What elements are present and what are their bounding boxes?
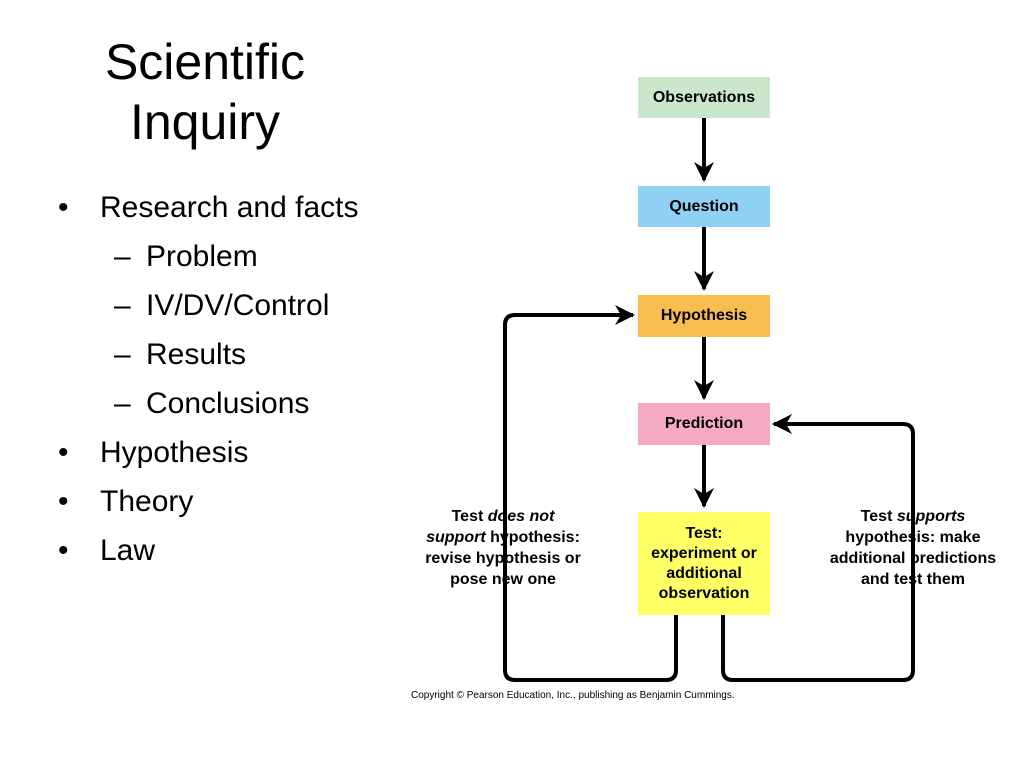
sub-bullet-item: –Problem (58, 232, 358, 281)
bullet-item: • Law (58, 526, 358, 575)
bullet-text: IV/DV/Control (146, 289, 330, 322)
bullet-text: Hypothesis (100, 436, 249, 469)
loop-arrow-supported (721, 414, 915, 682)
bullet-item: • Research and facts (58, 183, 358, 232)
test-label-line-1: Test: (685, 524, 723, 542)
bullet-item: • Theory (58, 477, 358, 526)
annot-text: hypothesis: make (845, 529, 981, 546)
annot-text: Test (451, 508, 488, 525)
dash-marker: – (114, 240, 131, 273)
dash-marker: – (114, 338, 131, 371)
sub-bullet-item: –IV/DV/Control (58, 281, 358, 330)
supported-annotation: Test supports hypothesis: make additiona… (808, 506, 1018, 590)
dash-marker: – (114, 387, 131, 420)
bullet-marker: • (58, 436, 69, 469)
test-label-line-4: observation (658, 584, 750, 602)
bullet-marker: • (58, 485, 69, 518)
dash-marker: – (114, 289, 131, 322)
prediction-box: Prediction (638, 403, 770, 445)
sub-bullet-item: –Results (58, 330, 358, 379)
annot-text: Test (860, 508, 897, 525)
bullet-list: •Research and facts –Problem –IV/DV/Cont… (58, 183, 358, 575)
hypothesis-label: Hypothesis (660, 307, 748, 324)
annot-text: hypothesis: (485, 529, 580, 546)
slide-title: Scientific Inquiry (40, 32, 370, 152)
bullet-text: Problem (146, 240, 258, 273)
bullet-text: Results (146, 338, 247, 371)
bullet-text: Conclusions (146, 387, 310, 420)
title-line-1: Scientific (104, 34, 306, 90)
bullet-text: Theory (100, 485, 194, 518)
annot-text: additional predictions (829, 550, 997, 567)
question-box: Question (638, 186, 770, 227)
test-box: Test: experiment or additional observati… (638, 512, 770, 615)
bullet-item: • Hypothesis (58, 428, 358, 477)
annot-text: revise hypothesis or (425, 550, 581, 567)
observations-label: Observations (652, 88, 756, 106)
test-label-line-2: experiment or (651, 544, 757, 562)
question-label: Question (669, 197, 739, 215)
hypothesis-box: Hypothesis (638, 295, 770, 337)
bullet-marker: • (58, 191, 69, 224)
bullet-marker: • (58, 534, 69, 567)
bullet-text: Law (100, 534, 156, 567)
annot-text: pose new one (450, 571, 556, 588)
prediction-label: Prediction (664, 415, 744, 432)
test-label-line-3: additional (666, 564, 742, 582)
loop-arrow-not-supported (503, 305, 678, 682)
observations-box: Observations (638, 77, 770, 118)
not-supported-annotation: Test does not support hypothesis: revise… (405, 506, 601, 590)
annot-emphasis: does not (487, 508, 555, 525)
annot-emphasis: support (426, 529, 486, 546)
sub-bullet-item: –Conclusions (58, 379, 358, 428)
title-line-2: Inquiry (129, 94, 281, 150)
copyright-notice: Copyright © Pearson Education, Inc., pub… (411, 690, 735, 701)
annot-text: and test them (860, 571, 965, 588)
bullet-text: Research and facts (100, 191, 359, 224)
annot-emphasis: supports (896, 508, 966, 525)
